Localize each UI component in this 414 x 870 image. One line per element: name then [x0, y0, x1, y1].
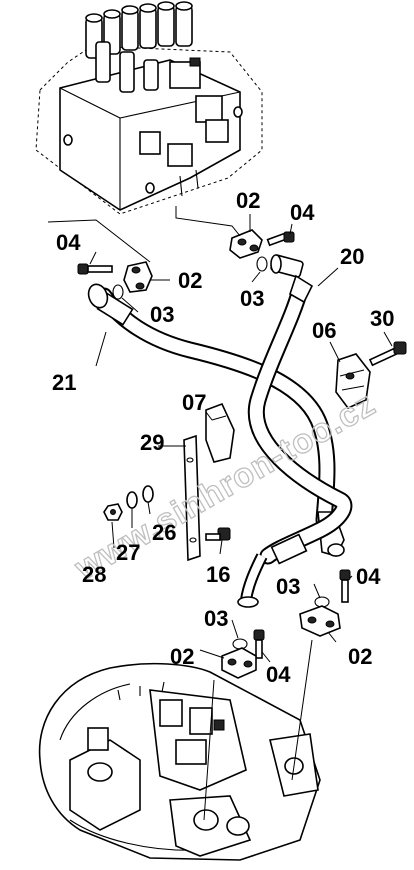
callout-28: 28 — [82, 562, 106, 587]
control-valve-block — [35, 1, 263, 215]
nut-28 — [103, 503, 123, 521]
plate-29 — [183, 434, 201, 562]
o-ring-left — [112, 284, 124, 300]
callout-04-left: 04 — [56, 230, 81, 255]
callout-26: 26 — [152, 520, 176, 545]
hose-20 — [237, 254, 353, 608]
bolt-top — [266, 231, 295, 247]
bolt-right — [339, 569, 351, 603]
bracket-07 — [205, 402, 235, 463]
callout-02-low: 02 — [170, 644, 194, 669]
callout-03-mid: 03 — [240, 286, 264, 311]
bolt-left — [77, 263, 113, 275]
bolt-low — [253, 629, 265, 659]
callouts: 02 04 04 02 20 03 03 06 30 21 07 29 26 2… — [52, 188, 394, 687]
hydraulic-pump — [38, 662, 321, 861]
leader-lines — [47, 206, 393, 821]
callout-21: 21 — [52, 370, 76, 395]
callout-06: 06 — [312, 318, 336, 343]
callout-02-top: 02 — [236, 188, 260, 213]
bolt-30 — [368, 341, 407, 367]
callout-02-right: 02 — [348, 644, 372, 669]
washer-27 — [126, 491, 138, 509]
callout-04-top: 04 — [290, 200, 315, 225]
split-flange-top — [229, 229, 263, 259]
clamp-06 — [335, 353, 371, 409]
callout-07: 07 — [182, 390, 206, 415]
callout-03-left: 03 — [150, 302, 174, 327]
split-flange-right — [299, 605, 341, 637]
o-ring-mid — [256, 256, 268, 272]
bolt-16 — [205, 527, 231, 541]
callout-02-left: 02 — [178, 268, 202, 293]
washer-26 — [142, 485, 154, 503]
o-ring-low — [232, 638, 248, 650]
callout-03-low: 03 — [204, 606, 228, 631]
callout-30: 30 — [370, 306, 394, 331]
callout-04-right: 04 — [356, 564, 381, 589]
split-flange-low — [221, 647, 257, 679]
callout-04-low: 04 — [266, 662, 291, 687]
callout-03-right: 03 — [276, 574, 300, 599]
callout-16: 16 — [206, 562, 230, 587]
split-flange-left — [123, 261, 153, 293]
callout-29: 29 — [140, 430, 164, 455]
callout-27: 27 — [116, 540, 140, 565]
callout-20: 20 — [340, 244, 364, 269]
